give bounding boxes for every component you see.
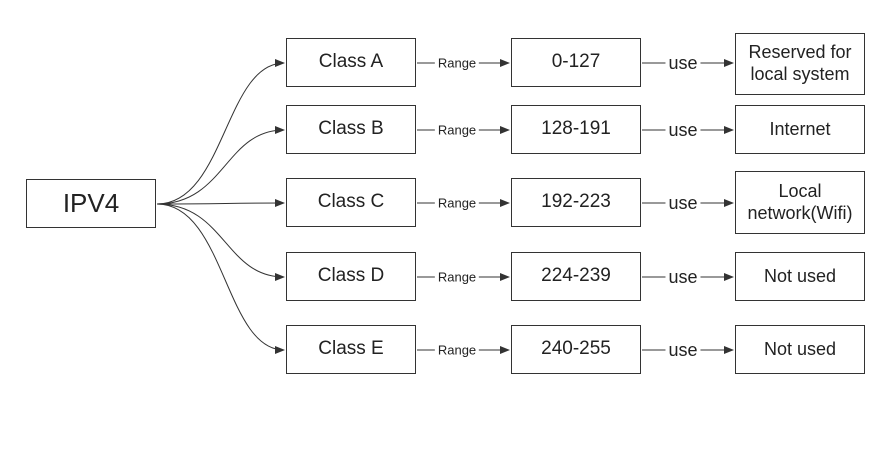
class-d-node: Class D xyxy=(286,252,416,301)
class-a-node: Class A xyxy=(286,38,416,87)
root-to-class-c-edge xyxy=(156,199,285,208)
class-e-range-label: Range xyxy=(434,343,480,357)
class-a-range-node: 0-127 xyxy=(511,38,641,87)
class-c-range-node: 192-223 xyxy=(511,178,641,227)
class-a-range-label: Range xyxy=(434,56,480,70)
class-a-use-label: use xyxy=(665,54,701,72)
root-to-class-b-edge xyxy=(156,126,285,205)
class-e-use-node: Not used xyxy=(735,325,865,374)
class-b-range-node: 128-191 xyxy=(511,105,641,154)
class-a-use-node: Reserved for local system xyxy=(735,33,865,95)
root-to-class-d-edge xyxy=(156,203,285,281)
class-b-use-label: use xyxy=(665,121,701,139)
class-c-use-label: use xyxy=(665,194,701,212)
root-to-class-e-edge xyxy=(156,203,285,354)
class-b-node: Class B xyxy=(286,105,416,154)
class-e-use-label: use xyxy=(665,341,701,359)
class-c-use-node: Local network(Wifi) xyxy=(735,171,865,234)
class-d-range-node: 224-239 xyxy=(511,252,641,301)
class-b-range-label: Range xyxy=(434,123,480,137)
ipv4-root-node: IPV4 xyxy=(26,179,156,228)
class-c-range-label: Range xyxy=(434,196,480,210)
class-e-range-node: 240-255 xyxy=(511,325,641,374)
root-to-class-a-edge xyxy=(156,59,285,205)
class-d-use-label: use xyxy=(665,268,701,286)
class-d-range-label: Range xyxy=(434,270,480,284)
class-c-node: Class C xyxy=(286,178,416,227)
class-e-node: Class E xyxy=(286,325,416,374)
class-b-use-node: Internet xyxy=(735,105,865,154)
class-d-use-node: Not used xyxy=(735,252,865,301)
